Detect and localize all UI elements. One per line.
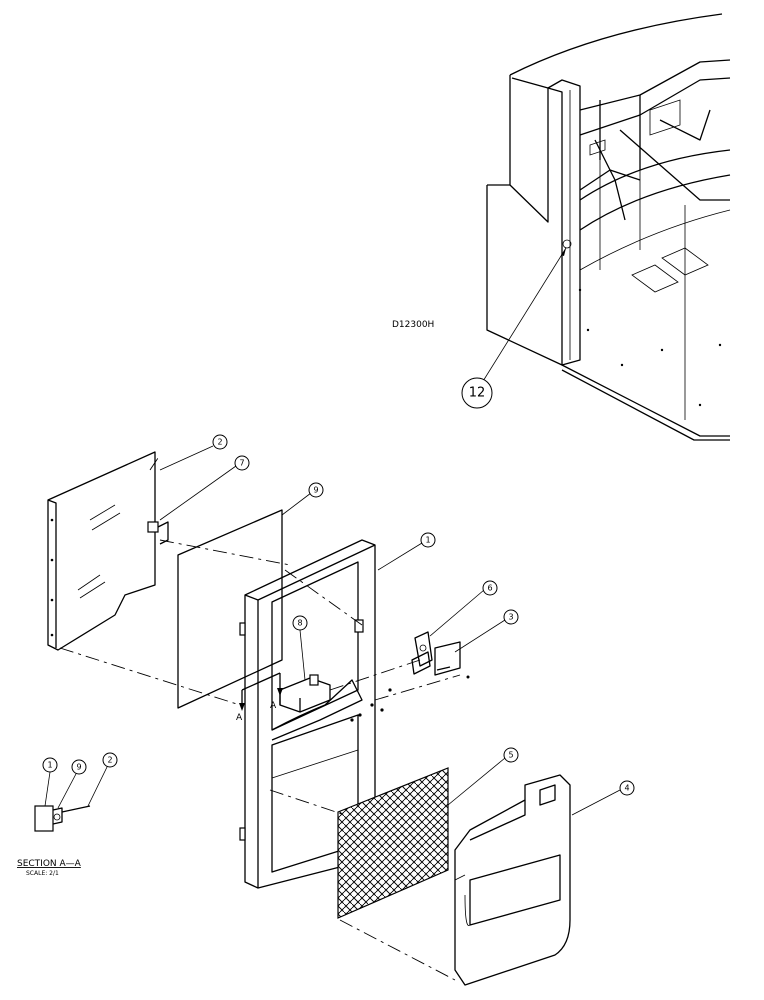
section-balloon-2: 2 xyxy=(102,752,118,768)
svg-text:4: 4 xyxy=(624,784,629,793)
svg-text:7: 7 xyxy=(239,459,244,468)
svg-text:8: 8 xyxy=(297,619,302,628)
svg-text:2: 2 xyxy=(217,438,222,447)
balloon-2: 2 xyxy=(212,434,228,450)
balloon-1: 1 xyxy=(420,532,436,548)
svg-text:1: 1 xyxy=(425,536,430,545)
balloon-3: 3 xyxy=(503,609,519,625)
section-marker-left: A xyxy=(236,713,243,723)
window-seal xyxy=(177,509,283,709)
balloon-7: 7 xyxy=(234,455,250,471)
svg-text:3: 3 xyxy=(508,613,513,622)
inner-door-panel xyxy=(454,774,571,986)
section-cut-a xyxy=(239,672,283,711)
svg-text:5: 5 xyxy=(508,751,513,760)
section-balloon-1: 1 xyxy=(42,757,58,773)
balloon-8: 8 xyxy=(292,615,308,631)
svg-text:2: 2 xyxy=(107,756,112,765)
section-detail xyxy=(34,764,109,832)
svg-text:12: 12 xyxy=(469,386,486,401)
balloon-5: 5 xyxy=(503,747,519,763)
section-marker-right: A xyxy=(270,701,277,711)
hinge-stop xyxy=(147,521,169,545)
svg-text:9: 9 xyxy=(313,486,318,495)
section-scale: SCALE: 2/1 xyxy=(26,870,59,877)
balloon-6: 6 xyxy=(482,580,498,596)
drawing-number: D12300H xyxy=(392,320,434,330)
assembly-lines xyxy=(59,454,461,981)
door-latch xyxy=(411,631,433,675)
leader-12 xyxy=(479,247,567,387)
section-balloon-9: 9 xyxy=(71,759,87,775)
mesh-screen xyxy=(337,767,449,919)
cab-assembly-view xyxy=(486,13,731,441)
door-frame xyxy=(239,539,376,889)
svg-text:9: 9 xyxy=(76,763,81,772)
fasteners xyxy=(350,688,392,722)
leaders xyxy=(159,445,621,816)
balloon-12: 12 xyxy=(461,377,493,409)
svg-text:1: 1 xyxy=(47,761,52,770)
svg-text:6: 6 xyxy=(487,584,492,593)
striker-plate xyxy=(434,641,470,679)
glass-pane xyxy=(47,451,156,651)
section-title: SECTION A—A xyxy=(17,859,82,869)
balloon-9: 9 xyxy=(308,482,324,498)
balloon-4: 4 xyxy=(619,780,635,796)
